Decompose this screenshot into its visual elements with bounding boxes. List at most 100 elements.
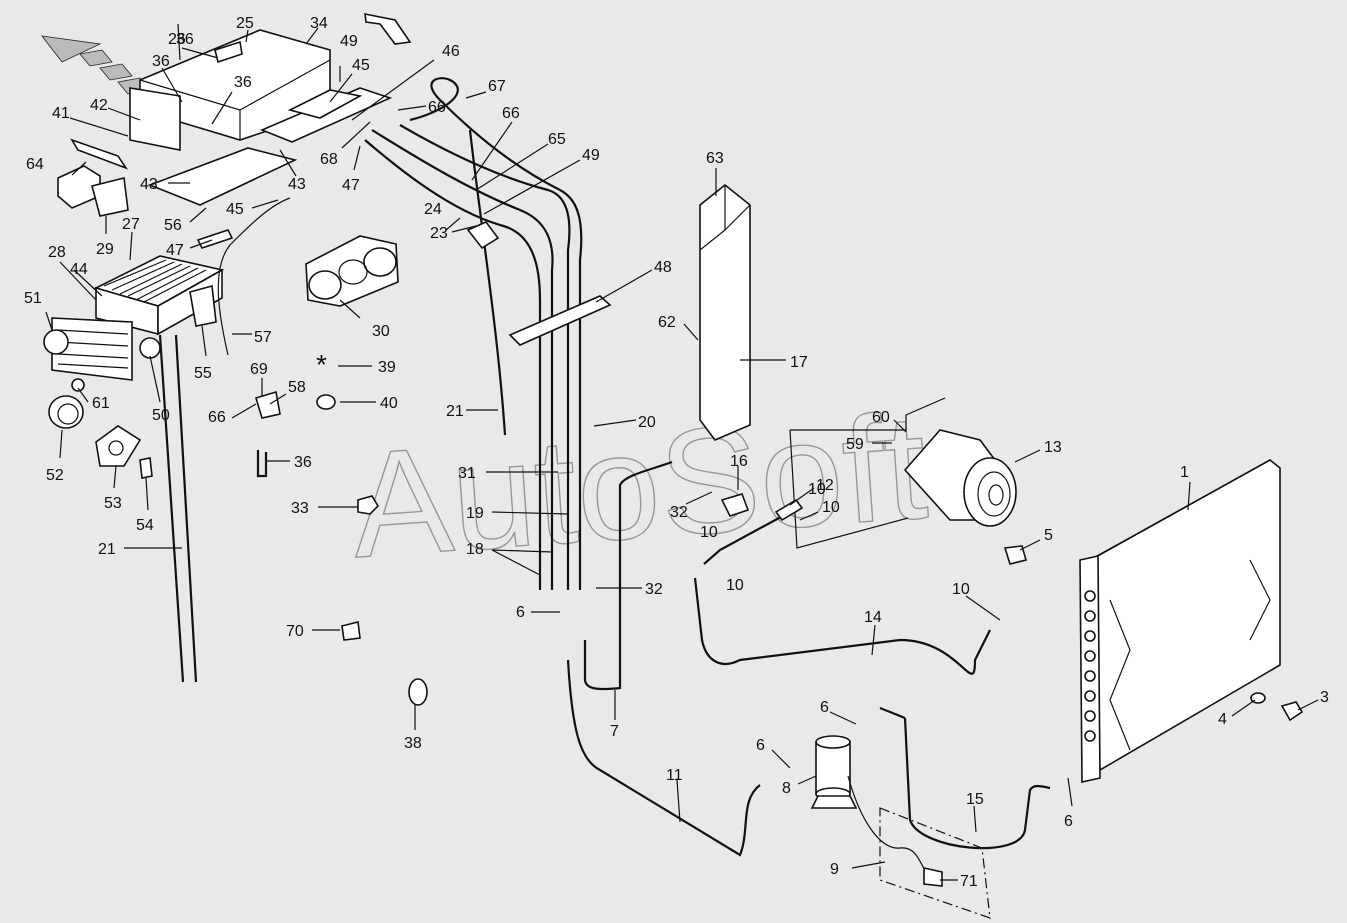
callout-label: 30 [372, 323, 390, 340]
callout-label: 21 [98, 541, 116, 558]
callout-label: 71 [960, 873, 978, 890]
asterisk-symbol: * [316, 349, 327, 380]
callout-label: 10 [952, 581, 970, 598]
callout-label: 36 [152, 53, 170, 70]
heater-housing [129, 29, 331, 151]
callout-label: 41 [52, 105, 70, 122]
pressure-switch [923, 867, 943, 887]
callout-label: 17 [790, 354, 808, 371]
callout-label: 29 [96, 241, 114, 258]
callout-label: 38 [404, 735, 422, 752]
callout-label: 66 [428, 99, 446, 116]
heater-core [93, 255, 225, 336]
connector-block [91, 177, 129, 217]
sensor-clip [255, 390, 281, 419]
callout-label: 5 [1044, 527, 1053, 544]
mounting-plate [95, 425, 142, 467]
hose-clamp [408, 678, 428, 706]
callout-label: 10 [808, 481, 826, 498]
callout-label: 47 [342, 177, 360, 194]
callout-label: 44 [70, 261, 88, 278]
drain-tube-right [468, 129, 507, 436]
bracket [364, 12, 412, 45]
callout-group: 1 3 4 5 6 6 6 6 7 8 9 10 10 10 10 10 11 … [24, 15, 1329, 890]
callout-label: 51 [24, 290, 42, 307]
refrigerant-lines [566, 460, 1051, 857]
hose-clip [256, 450, 268, 478]
callout-label: 36 [294, 454, 312, 471]
callout-label: 4 [1218, 711, 1227, 728]
pressure-switch-box [879, 807, 991, 919]
filter-panels [147, 87, 393, 206]
callout-label: 55 [194, 365, 212, 382]
callout-label: 42 [90, 97, 108, 114]
flange-bracket [189, 284, 217, 327]
callout-label: 8 [782, 780, 791, 797]
autosoft-watermark: AutoSoft [346, 381, 932, 589]
condenser-bolt [1003, 545, 1027, 565]
callout-label: 19 [466, 505, 484, 522]
callout-label: 46 [442, 43, 460, 60]
blower-motor [305, 235, 399, 307]
callout-label: 43 [288, 176, 306, 193]
ac-compressor [903, 429, 1017, 527]
air-duct [699, 183, 751, 441]
retainer-clip [341, 621, 361, 641]
callout-label: 31 [458, 465, 476, 482]
air-vent-assembly [43, 317, 161, 429]
callout-label: 6 [1064, 813, 1073, 830]
callout-label: 10 [726, 577, 744, 594]
callout-label: 26 [168, 31, 186, 48]
callout-label: 65 [548, 131, 566, 148]
callout-label: 39 [378, 359, 396, 376]
callout-label: 15 [966, 791, 984, 808]
callout-label: 59 [846, 436, 864, 453]
callout-label: 28 [48, 244, 66, 261]
callout-label: 61 [92, 395, 110, 412]
callout-label: 32 [670, 504, 688, 521]
callout-label: 68 [320, 151, 338, 168]
callout-label: 43 [140, 176, 158, 193]
callout-label: 63 [706, 150, 724, 167]
callout-label: 49 [340, 33, 358, 50]
mounting-strip [70, 138, 129, 170]
line-fitting [774, 498, 804, 522]
callout-label: 18 [466, 541, 484, 558]
callout-label: 52 [46, 467, 64, 484]
callout-label: 34 [310, 15, 328, 32]
callout-label: 6 [516, 604, 525, 621]
compressor-bracket-outline [790, 397, 946, 431]
callout-label: 14 [864, 609, 882, 626]
callout-label: 10 [822, 499, 840, 516]
callout-label: 10 [700, 524, 718, 541]
callout-label: 62 [658, 314, 676, 331]
callout-label: 45 [352, 57, 370, 74]
callout-label: 69 [250, 361, 268, 378]
callout-label: 56 [164, 217, 182, 234]
callout-label: 66 [208, 409, 226, 426]
callout-label: 50 [152, 407, 170, 424]
callout-label: 33 [291, 500, 309, 517]
hose-guide-plate [508, 295, 612, 346]
callout-label: 9 [830, 861, 839, 878]
expansion-valve [720, 493, 750, 517]
callout-label: 58 [288, 379, 306, 396]
callout-label: 16 [730, 453, 748, 470]
condenser-tube-ends [1084, 590, 1096, 742]
callout-label: 12 [816, 477, 834, 494]
callout-label: 54 [136, 517, 154, 534]
callout-label: 57 [254, 329, 272, 346]
wire-harness [217, 197, 291, 356]
callout-label: 64 [26, 156, 44, 173]
callout-label: 23 [430, 225, 448, 242]
receiver-drier [810, 735, 858, 809]
callout-label: 27 [122, 216, 140, 233]
condenser [1079, 459, 1281, 783]
callout-label: 6 [820, 699, 829, 716]
callout-label: 45 [226, 201, 244, 218]
heater-hose-bundle [364, 77, 583, 590]
callout-label: 25 [236, 15, 254, 32]
grommet [316, 394, 336, 410]
callout-label: 70 [286, 623, 304, 640]
